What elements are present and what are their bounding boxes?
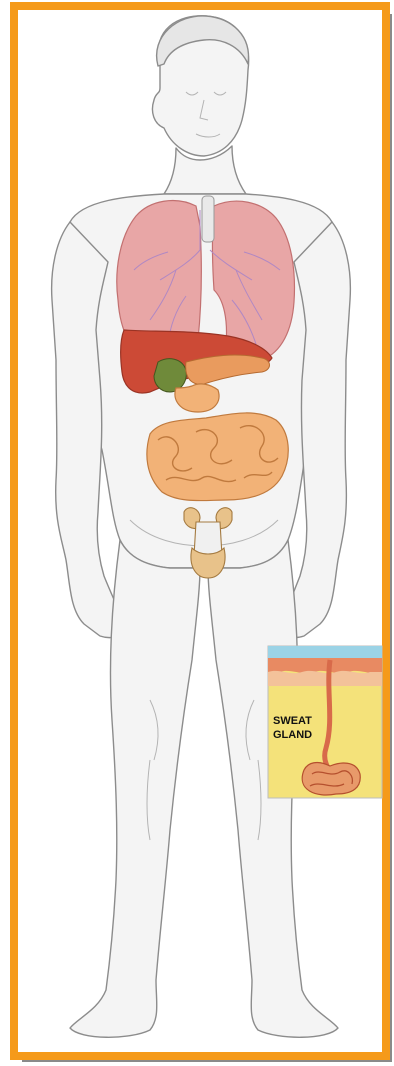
duodenum [175, 384, 219, 412]
sweat-gland-inset: SWEAT GLAND [268, 646, 382, 798]
inset-dermis [268, 671, 382, 686]
trachea [202, 196, 214, 242]
sweat-coil [302, 763, 360, 795]
intestines [147, 413, 288, 501]
inset-label-line-2: GLAND [273, 729, 312, 741]
inset-sky [268, 646, 382, 658]
inset-label-line-1: SWEAT [273, 715, 312, 727]
gallbladder [154, 359, 186, 392]
inset-skin-layer [268, 658, 382, 673]
